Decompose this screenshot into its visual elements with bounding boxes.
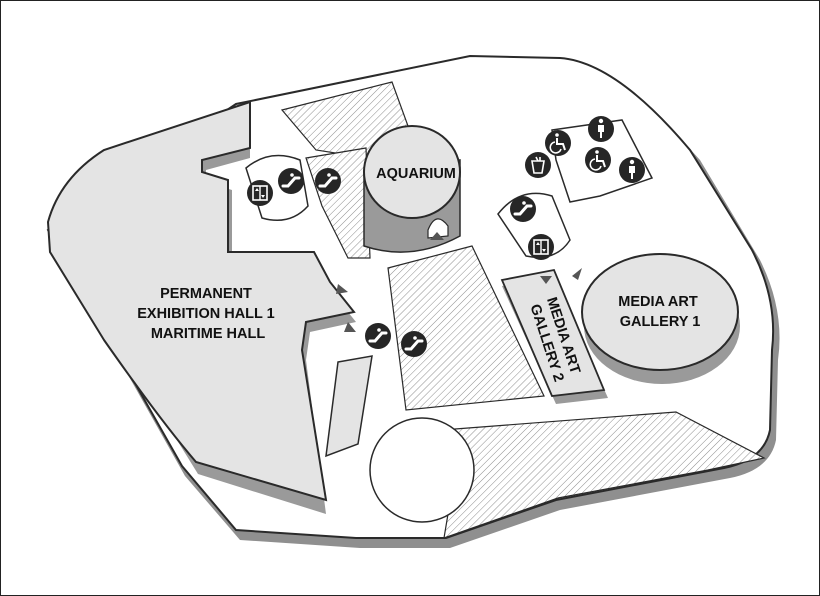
escalator-icon [401, 331, 427, 357]
permanent-hall-area [46, 100, 356, 502]
escalator-icon [510, 196, 536, 222]
media-gallery-1-area [581, 253, 739, 371]
nursing-room-icon [525, 152, 551, 178]
escalator-icon [315, 168, 341, 194]
hatched-zone-center [387, 245, 545, 411]
direction-arrow-3 [572, 268, 582, 280]
restroom-female-icon [619, 157, 645, 183]
accessible-restroom-icon [545, 130, 571, 156]
direction-arrow-1 [430, 232, 444, 240]
direction-arrow-5 [344, 322, 356, 332]
restroom-male-icon [588, 116, 614, 142]
facility-icons [247, 116, 645, 357]
escalator-icon [278, 168, 304, 194]
media-gallery-1-label: MEDIA ART GALLERY 1 [618, 294, 702, 330]
kiosk-shape [325, 355, 373, 458]
accessible-restroom-icon [585, 147, 611, 173]
direction-arrow-4 [336, 284, 348, 294]
elevator-icon [528, 234, 554, 260]
rotunda-cutout [369, 417, 475, 523]
elevator-icon [247, 180, 273, 206]
aquarium-door [427, 218, 449, 239]
media-gallery-2-area [500, 268, 606, 397]
aquarium-label: AQUARIUM [376, 166, 456, 182]
escalator-icon [365, 323, 391, 349]
direction-arrow-2 [540, 276, 552, 284]
aquarium-top [363, 125, 461, 219]
permanent-hall-label: PERMANENT EXHIBITION HALL 1 MARITIME HAL… [137, 286, 279, 342]
